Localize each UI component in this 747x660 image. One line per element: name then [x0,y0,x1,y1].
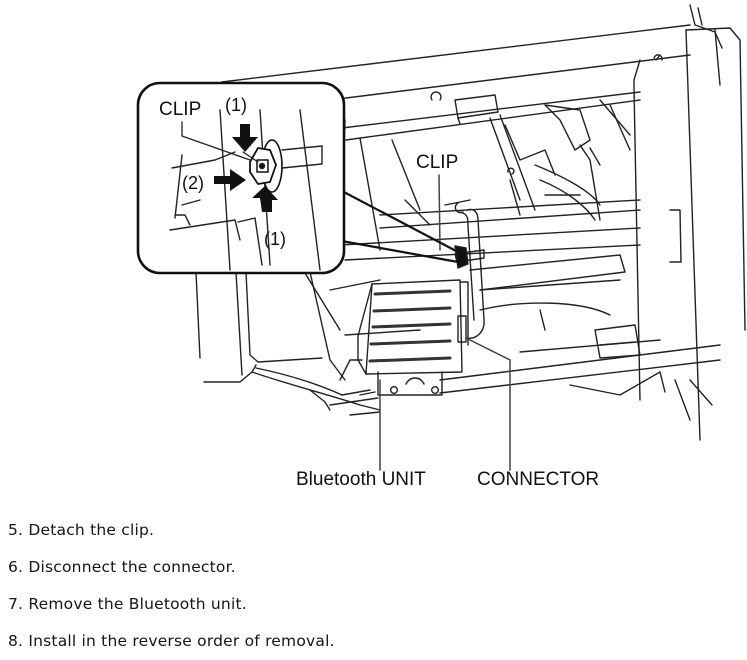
arrow-down-icon [232,124,258,152]
arrow-right-icon [214,169,246,191]
step-item: 5. Detach the clip. [8,512,335,549]
step-text: Install in the reverse order of removal. [28,632,335,650]
step-number: 7. [8,595,24,613]
lower-panel [195,271,381,416]
step-number: 8. [8,632,24,650]
line-drawing [136,4,746,471]
wiring-harness [489,99,631,221]
step-text: Remove the Bluetooth unit. [28,595,247,613]
dashboard-frame [221,4,746,441]
clip-on-harness [454,245,469,269]
inset-arrows [214,124,278,212]
arrow-up-icon [252,186,278,212]
inset-clip-label: CLIP [159,99,202,120]
procedure-steps: 5. Detach the clip. 6. Disconnect the co… [8,512,335,660]
connector-label: CONNECTOR [477,469,600,490]
step-item: 6. Disconnect the connector. [8,549,335,586]
step-number: 5. [8,521,24,539]
inset-arrow-1-bottom-label: (1) [264,229,286,249]
bluetooth-unit-drawing [357,279,469,396]
step-number: 6. [8,558,24,576]
main-clip-label: CLIP [416,152,459,173]
leader-lines [379,174,511,471]
harness-cable [444,199,485,339]
inset-arrow-2-label: (2) [182,173,204,193]
step-item: 8. Install in the reverse order of remov… [8,623,335,660]
bluetooth-unit-label: Bluetooth UNIT [296,469,426,490]
step-text: Detach the clip. [28,521,155,539]
callout-wedge [334,188,460,264]
step-text: Disconnect the connector. [28,558,236,576]
bluetooth-unit-removal-diagram: CLIP (1) (2) (1) CLIP Bluetooth UNIT CON… [136,4,746,490]
inset-arrow-1-top-label: (1) [225,95,247,115]
step-item: 7. Remove the Bluetooth unit. [8,586,335,623]
cross-member [299,119,721,421]
